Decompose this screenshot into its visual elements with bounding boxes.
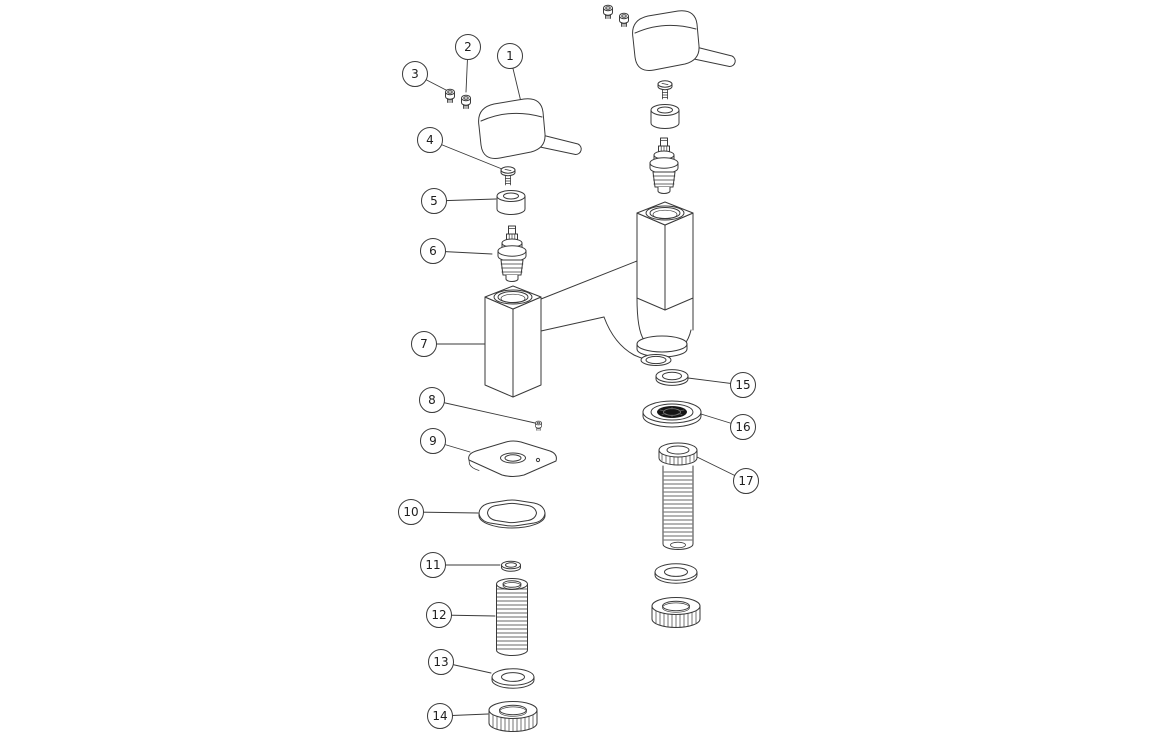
part-grub-screw-2: [461, 94, 471, 109]
callout-10: 10: [398, 499, 424, 525]
part-cartridge-6: [497, 225, 527, 282]
part-handle-1: [478, 98, 582, 159]
callout-2: 2: [455, 34, 481, 60]
part-base-plate-9: [468, 440, 557, 477]
part-rear-handle: [632, 10, 736, 71]
part-threaded-stud-12: [496, 578, 528, 656]
part-gasket-10: [478, 499, 546, 529]
part-rear-washer: [654, 563, 698, 584]
callout-4: 4: [417, 127, 443, 153]
part-washer-13: [491, 668, 535, 689]
callout-15: 15: [730, 372, 756, 398]
callout-6: 6: [420, 238, 446, 264]
part-spacer-bush-5: [496, 190, 526, 215]
part-spout-seal-15: [655, 369, 689, 386]
callout-5: 5: [421, 188, 447, 214]
part-rear-grub-screws: [603, 4, 629, 27]
part-fixing-screw-4: [500, 166, 516, 186]
callout-14: 14: [427, 703, 453, 729]
callout-11: 11: [420, 552, 446, 578]
part-small-screw-8: [534, 420, 543, 431]
part-rear-cartridge: [649, 137, 679, 194]
part-grub-screw-3: [445, 88, 455, 103]
callout-13: 13: [428, 649, 454, 675]
callout-8: 8: [419, 387, 445, 413]
part-inlet-tailpiece-17: [658, 442, 698, 550]
part-aerator-flange-16: [642, 400, 702, 428]
part-rear-fixing-screw: [657, 80, 673, 100]
callout-3: 3: [402, 61, 428, 87]
callout-1: 1: [497, 43, 523, 69]
part-tap-body-7: [484, 201, 694, 398]
part-backnut-14: [488, 701, 538, 732]
part-seal-ring-11: [501, 560, 521, 572]
part-rear-spacer-bush: [650, 104, 680, 129]
callout-16: 16: [730, 414, 756, 440]
leader-line-8: [431, 399, 536, 424]
callout-17: 17: [733, 468, 759, 494]
part-rear-backnut: [651, 597, 701, 628]
callout-12: 12: [426, 602, 452, 628]
callout-9: 9: [420, 428, 446, 454]
callout-7: 7: [411, 331, 437, 357]
